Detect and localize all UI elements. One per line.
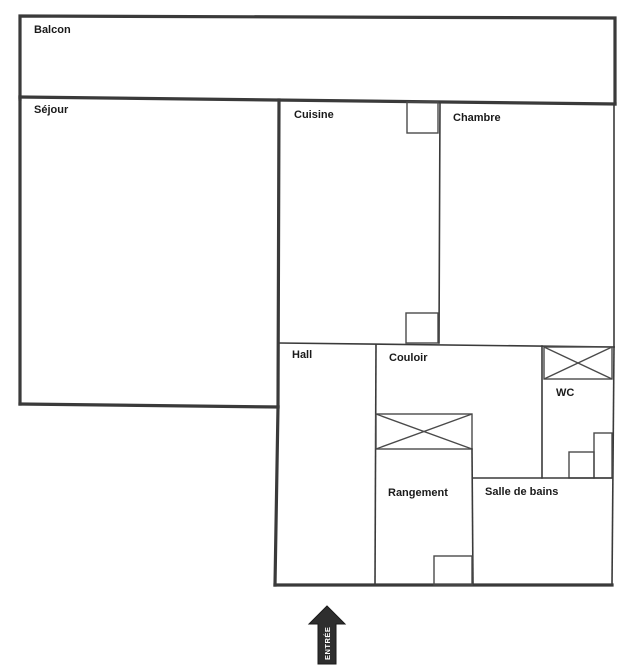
room-sejour: Séjour [18,95,281,409]
kitchen-cabinet-bottom [405,312,439,344]
entrance-marker: ENTRÉE [307,605,347,665]
storage-cabinet [433,555,473,586]
room-label-cuisine: Cuisine [294,109,334,121]
entrance-label: ENTRÉE [323,627,332,660]
room-label-salle-de-bains: Salle de bains [485,486,558,498]
room-wc: WC [541,345,613,479]
wc-storage-box [543,346,613,380]
storage-box [375,413,473,450]
room-rangement: Rangement [375,413,474,586]
room-hall: Hall [292,344,377,586]
room-label-hall: Hall [292,349,312,361]
room-label-sejour: Séjour [34,104,69,116]
room-label-wc: WC [556,387,574,399]
wc-fixture-short [568,451,595,479]
room-label-chambre: Chambre [453,112,501,124]
room-cuisine: Cuisine [294,101,441,344]
room-chambre: Chambre [453,103,615,348]
room-couloir: Couloir [389,352,428,364]
room-label-rangement: Rangement [388,487,448,499]
room-balcon: Balcon [18,14,617,106]
arrow-up-icon [307,605,347,665]
room-salle-de-bains: Salle de bains [472,477,613,498]
kitchen-cabinet-top [406,101,439,134]
room-label-balcon: Balcon [34,24,71,36]
room-label-couloir: Couloir [389,352,428,364]
wc-fixture-tall [593,432,613,479]
